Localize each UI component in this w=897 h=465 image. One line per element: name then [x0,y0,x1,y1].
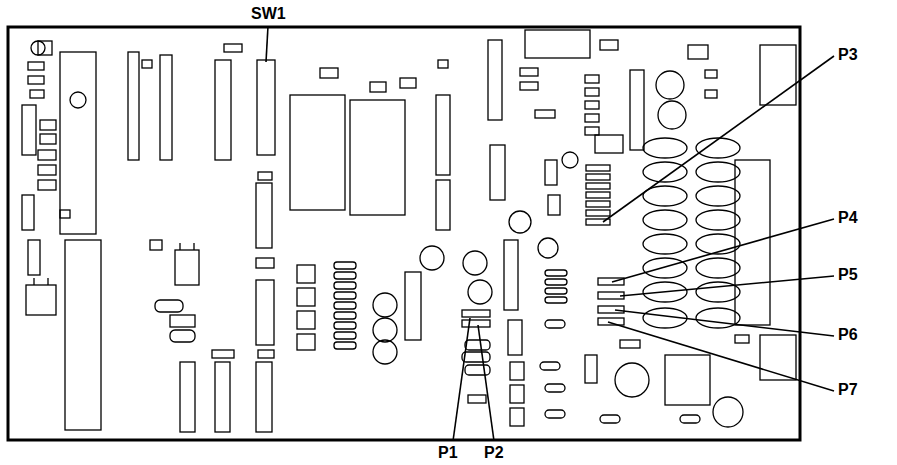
callout-label: P3 [838,46,858,64]
callout-label: P5 [838,266,858,284]
callout-label: SW1 [251,5,286,23]
callout-label: P6 [838,326,858,344]
callout-label: P2 [484,444,504,462]
callout-label: P1 [438,444,458,462]
callout-label: P4 [838,209,858,227]
callout-label: P7 [838,381,858,399]
